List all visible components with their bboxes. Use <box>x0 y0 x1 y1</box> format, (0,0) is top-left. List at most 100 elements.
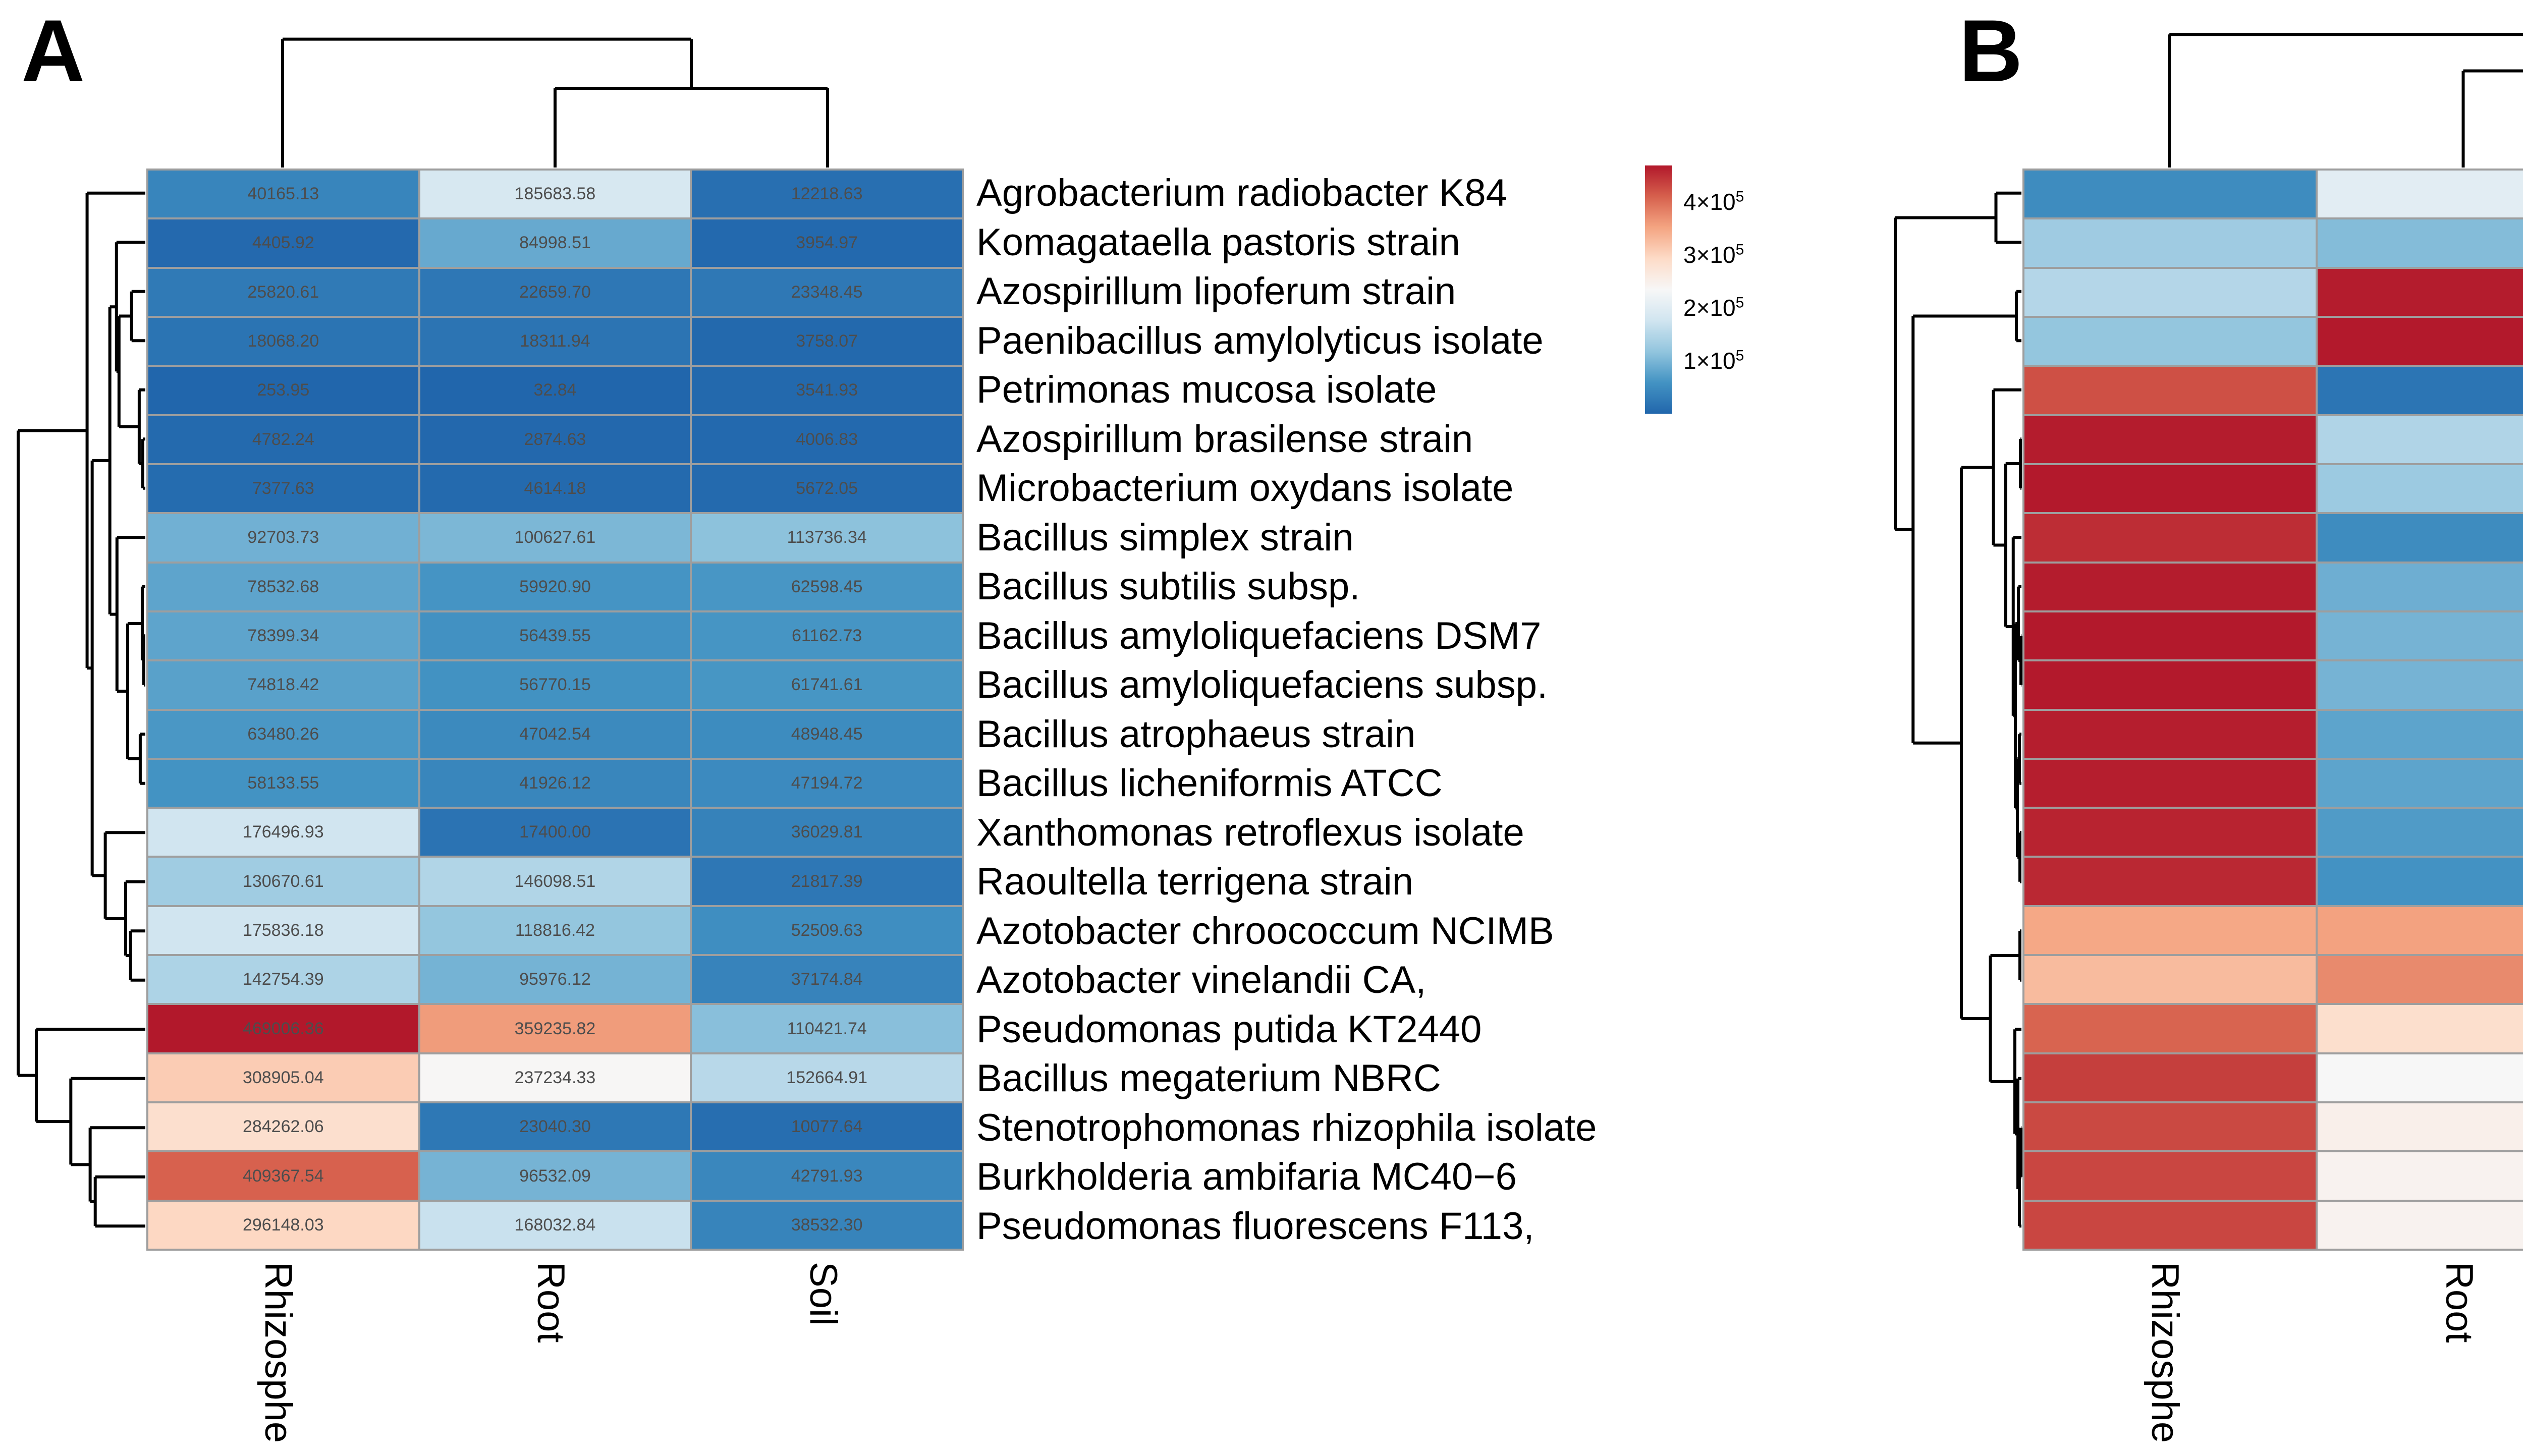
heatmap-cell: 56770.15 <box>420 661 690 709</box>
heatmap-cell <box>2024 1103 2316 1151</box>
panel-b-column-dendrogram <box>2168 33 2523 167</box>
heatmap-cell <box>2318 759 2523 807</box>
heatmap-cell: 130670.61 <box>148 858 418 905</box>
heatmap-cell: 3541.93 <box>692 367 962 414</box>
heatmap-cell: 52509.63 <box>692 907 962 955</box>
heatmap-cell: 92703.73 <box>148 514 418 562</box>
row-label: Bacillus amyloliquefaciens subsp. <box>976 663 1548 707</box>
heatmap-cell <box>2318 612 2523 660</box>
heatmap-cell <box>2024 1201 2316 1249</box>
heatmap-cell: 469006.36 <box>148 1005 418 1052</box>
heatmap-cell <box>2024 907 2316 955</box>
heatmap-cell <box>2318 514 2523 562</box>
heatmap-cell: 118816.42 <box>420 907 690 955</box>
heatmap-cell <box>2318 219 2523 267</box>
heatmap-cell: 17400.00 <box>420 809 690 856</box>
heatmap-cell: 168032.84 <box>420 1201 690 1249</box>
heatmap-cell: 3954.97 <box>692 219 962 267</box>
heatmap-cell <box>2024 367 2316 414</box>
heatmap-cell <box>2318 563 2523 610</box>
heatmap-cell: 36029.81 <box>692 809 962 856</box>
colorbar-tick-label: 4×105 <box>1683 189 1744 215</box>
row-label: Bacillus megaterium NBRC <box>976 1057 1441 1100</box>
panel-a-column-dendrogram <box>281 37 829 167</box>
panel-a-colorbar-gradient <box>1645 165 1672 414</box>
row-label: Azospirillum brasilense strain <box>976 417 1473 461</box>
heatmap-cell: 56439.55 <box>420 612 690 660</box>
row-label: Bacillus subtilis subsp. <box>976 565 1360 608</box>
heatmap-cell: 253.95 <box>148 367 418 414</box>
heatmap-cell <box>2024 1005 2316 1052</box>
heatmap-cell <box>2318 171 2523 218</box>
heatmap-cell: 5672.05 <box>692 465 962 513</box>
heatmap-cell: 359235.82 <box>420 1005 690 1052</box>
heatmap-cell: 176496.93 <box>148 809 418 856</box>
colorbar-tick-exponent: 5 <box>1735 189 1744 206</box>
heatmap-cell <box>2024 416 2316 463</box>
heatmap-cell: 12218.63 <box>692 171 962 218</box>
heatmap-cell <box>2318 661 2523 709</box>
heatmap-cell: 23348.45 <box>692 268 962 316</box>
panel-a-row-dendrogram <box>17 191 145 1228</box>
heatmap-cell <box>2024 956 2316 1003</box>
row-label: Bacillus simplex strain <box>976 516 1354 559</box>
heatmap-cell: 95976.12 <box>420 956 690 1003</box>
row-label: Pseudomonas putida KT2440 <box>976 1007 1482 1051</box>
heatmap-cell: 175836.18 <box>148 907 418 955</box>
row-label: Bacillus atrophaeus strain <box>976 712 1416 756</box>
colorbar-tick-exponent: 5 <box>1735 347 1744 364</box>
heatmap-cell <box>2318 858 2523 905</box>
heatmap-cell: 18068.20 <box>148 317 418 365</box>
heatmap-cell <box>2318 465 2523 513</box>
panel-b-row-dendrogram <box>1894 191 2022 1228</box>
row-label: Petrimonas mucosa isolate <box>976 368 1437 412</box>
heatmap-cell: 23040.30 <box>420 1103 690 1151</box>
heatmap-cell <box>2024 1152 2316 1200</box>
heatmap-cell: 58133.55 <box>148 759 418 807</box>
heatmap-cell: 296148.03 <box>148 1201 418 1249</box>
heatmap-cell: 4782.24 <box>148 416 418 463</box>
heatmap-cell: 40165.13 <box>148 171 418 218</box>
heatmap-cell <box>2024 219 2316 267</box>
row-label: Azospirillum lipoferum strain <box>976 270 1456 313</box>
heatmap-cell: 59920.90 <box>420 563 690 610</box>
panel-a-letter: A <box>21 2 85 100</box>
heatmap-cell <box>2024 563 2316 610</box>
heatmap-cell <box>2318 1201 2523 1249</box>
heatmap-cell: 47042.54 <box>420 710 690 758</box>
heatmap-cell <box>2024 759 2316 807</box>
heatmap-cell: 47194.72 <box>692 759 962 807</box>
heatmap-cell <box>2024 1054 2316 1102</box>
heatmap-cell: 4405.92 <box>148 219 418 267</box>
row-label: Raoultella terrigena strain <box>976 860 1414 904</box>
heatmap-cell: 2874.63 <box>420 416 690 463</box>
column-label: Root <box>2437 1262 2481 1343</box>
heatmap-cell: 100627.61 <box>420 514 690 562</box>
heatmap-cell: 18311.94 <box>420 317 690 365</box>
heatmap-cell: 38532.30 <box>692 1201 962 1249</box>
panel-b-heatmap <box>2022 169 2523 1251</box>
row-label: Azotobacter vinelandii CA, <box>976 959 1427 1002</box>
heatmap-cell <box>2318 809 2523 856</box>
heatmap-cell: 7377.63 <box>148 465 418 513</box>
heatmap-cell <box>2318 268 2523 316</box>
heatmap-cell <box>2318 956 2523 1003</box>
row-label: Azotobacter chroococcum NCIMB <box>976 909 1554 953</box>
heatmap-cell <box>2024 268 2316 316</box>
heatmap-cell: 78399.34 <box>148 612 418 660</box>
heatmap-cell: 3758.07 <box>692 317 962 365</box>
panel-b-letter: B <box>1959 2 2023 100</box>
heatmap-cell: 74818.42 <box>148 661 418 709</box>
heatmap-cell <box>2318 1054 2523 1102</box>
colorbar-tick-exponent: 5 <box>1735 241 1744 258</box>
heatmap-cell <box>2024 171 2316 218</box>
heatmap-cell <box>2024 809 2316 856</box>
heatmap-cell: 409367.54 <box>148 1152 418 1200</box>
heatmap-cell: 237234.33 <box>420 1054 690 1102</box>
row-label: Burkholderia ambifaria MC40−6 <box>976 1155 1517 1199</box>
heatmap-cell: 78532.68 <box>148 563 418 610</box>
heatmap-cell: 84998.51 <box>420 219 690 267</box>
